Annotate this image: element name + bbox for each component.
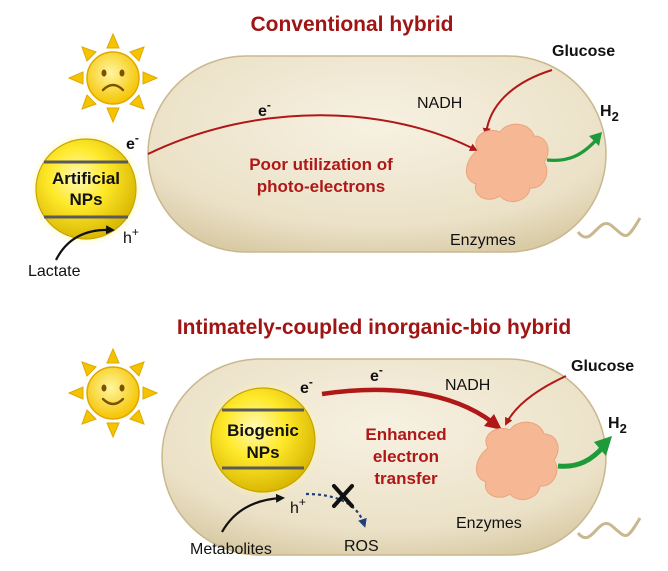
bottom-enzyme-blob	[476, 421, 559, 501]
bottom-enhanced-line2: electron	[373, 447, 439, 466]
bottom-glucose-arrow	[505, 375, 567, 426]
bottom-title: Intimately-coupled inorganic-bio hybrid	[177, 316, 571, 339]
top-enzyme-blob	[466, 123, 549, 203]
bottom-electron-label: e-	[370, 363, 383, 385]
bottom-panel: Intimately-coupled inorganic-bio hybrid	[67, 316, 642, 558]
bottom-biogenic-np: Biogenic NPs	[204, 381, 322, 499]
bottom-nadh-label: NADH	[445, 377, 490, 394]
top-h2-label: H2	[600, 103, 619, 124]
blocked-cross-icon	[332, 484, 354, 508]
bottom-electron-arrow	[321, 387, 494, 424]
bottom-electron-arrowhead	[484, 414, 502, 430]
top-poor-line2: photo-electrons	[257, 177, 385, 196]
bottom-h2-arrowhead	[594, 436, 612, 456]
top-np-label-line1: Artificial	[52, 169, 120, 188]
top-lactate-arrow	[55, 225, 115, 261]
top-enzymes-label: Enzymes	[450, 232, 516, 249]
top-np-electron: e-	[126, 131, 139, 153]
bottom-metabolites-label: Metabolites	[190, 541, 272, 558]
bottom-ros-label: ROS	[344, 538, 379, 555]
bottom-np-label-line2: NPs	[246, 443, 279, 462]
bottom-flagellum	[576, 517, 642, 540]
bottom-enhanced-line3: transfer	[374, 469, 438, 488]
top-h2-arrow	[546, 136, 600, 162]
happy-sun-icon	[67, 347, 159, 439]
bottom-h2-label: H2	[608, 415, 627, 436]
top-flagellum	[576, 217, 642, 239]
bottom-np-electron: e-	[300, 375, 313, 397]
top-np-label-line2: NPs	[69, 190, 102, 209]
top-artificial-np: Artificial NPs	[29, 132, 143, 246]
bottom-glucose-label: Glucose	[571, 358, 634, 375]
bottom-ros-arrow	[305, 492, 367, 528]
bottom-enhanced-line1: Enhanced	[365, 425, 446, 444]
bottom-np-label-line1: Biogenic	[227, 421, 299, 440]
top-nadh-label: NADH	[417, 95, 462, 112]
top-poor-line1: Poor utilization of	[249, 155, 393, 174]
bottom-np-hole: h+	[290, 495, 306, 517]
top-glucose-label: Glucose	[552, 43, 615, 60]
top-np-hole: h+	[123, 225, 139, 247]
top-electron-label: e-	[258, 98, 271, 120]
bottom-enzymes-label: Enzymes	[456, 515, 522, 532]
top-title: Conventional hybrid	[250, 13, 453, 36]
sad-sun-icon	[67, 32, 159, 124]
top-panel: Conventional hybrid	[28, 13, 642, 280]
top-lactate-label: Lactate	[28, 263, 81, 280]
top-h2-arrowhead	[589, 132, 602, 146]
top-electron-arrow	[147, 114, 478, 155]
bottom-metabolites-arrow	[221, 493, 285, 533]
top-glucose-arrow	[482, 69, 553, 136]
